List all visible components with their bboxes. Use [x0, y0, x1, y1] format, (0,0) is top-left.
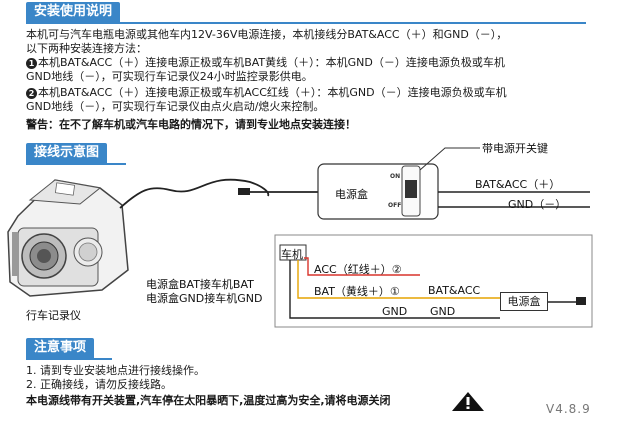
note-gnd-connection: 电源盒GND接车机GND — [146, 292, 263, 305]
switch-on-label: ON — [390, 173, 401, 180]
switch-key-label: 带电源开关键 — [482, 142, 548, 155]
method-2-number-icon: 2 — [26, 88, 37, 99]
method-2-text: 本机BAT&ACC（＋）连接电源正极或车机ACC红线（＋）：本机GND（－）连接… — [38, 86, 507, 99]
install-title-underline — [26, 22, 586, 24]
dashcam-icon — [7, 179, 129, 297]
notes-title-underline — [26, 358, 112, 360]
notes-item-1: 1. 请到专业安装地点进行接线操作。 — [26, 364, 205, 377]
diagram-title-underline — [26, 163, 126, 165]
switch-off-label: OFF — [388, 202, 402, 209]
method-1-line2: GND地线（－），可实现行车记录仪24小时监控录影供电。 — [26, 70, 313, 83]
install-section-title: 安装使用说明 — [26, 2, 121, 22]
bat-yellow-wire — [297, 260, 420, 299]
bat-yellow-label: BAT（黄线＋）① — [314, 285, 400, 298]
car-unit-label: 车机 — [281, 248, 303, 261]
acc-red-wire — [304, 257, 420, 276]
method-1-text: 本机BAT&ACC（＋）连接电源正极或车机BAT黄线（＋）：本机GND（－）连接… — [38, 56, 505, 69]
power-box-label: 电源盒 — [335, 188, 368, 201]
warning-triangle-icon — [452, 392, 484, 411]
install-intro-line2: 以下两种安装连接方法： — [26, 42, 147, 55]
lower-diagram-frame — [274, 234, 593, 328]
method-1-number-icon: 1 — [26, 58, 37, 69]
cable-connector-icon — [238, 188, 250, 195]
upper-gnd-label: GND（－） — [508, 198, 567, 211]
gnd-right-label: GND — [430, 305, 456, 318]
notes-section-title: 注意事项 — [26, 338, 95, 358]
power-box-lower: 电源盒 — [500, 292, 548, 311]
note-bat-connection: 电源盒BAT接车机BAT — [146, 278, 254, 291]
notes-warning: 本电源线带有开关装置,汽车停在太阳暴晒下,温度过高为安全,请将电源关闭 — [26, 394, 391, 407]
output-connector-icon — [576, 297, 586, 305]
method-2-line2: GND地线（－），可实现行车记录仪由点火启动/熄火来控制。 — [26, 100, 325, 113]
diagram-section-title: 接线示意图 — [26, 143, 108, 163]
gnd-left-label: GND — [382, 305, 408, 318]
install-intro-line1: 本机可与汽车电瓶电源或其他车内12V-36V电源连接，本机接线分BAT&ACC（… — [26, 28, 508, 41]
upper-bat-acc-label: BAT&ACC（＋） — [475, 178, 561, 191]
install-warning: 警告：在不了解车机或汽车电路的情况下，请到专业地点安装连接！ — [26, 118, 356, 131]
gnd-wire-left — [289, 260, 420, 319]
dashcam-label: 行车记录仪 — [26, 309, 81, 322]
acc-red-label: ACC（红线＋）② — [314, 263, 402, 276]
notes-item-2: 2. 正确接线，请勿反接线路。 — [26, 378, 172, 391]
version-label: V4.8.9 — [546, 402, 591, 416]
dashcam-cable — [119, 178, 270, 209]
bat-acc-right-label: BAT&ACC — [428, 284, 481, 297]
